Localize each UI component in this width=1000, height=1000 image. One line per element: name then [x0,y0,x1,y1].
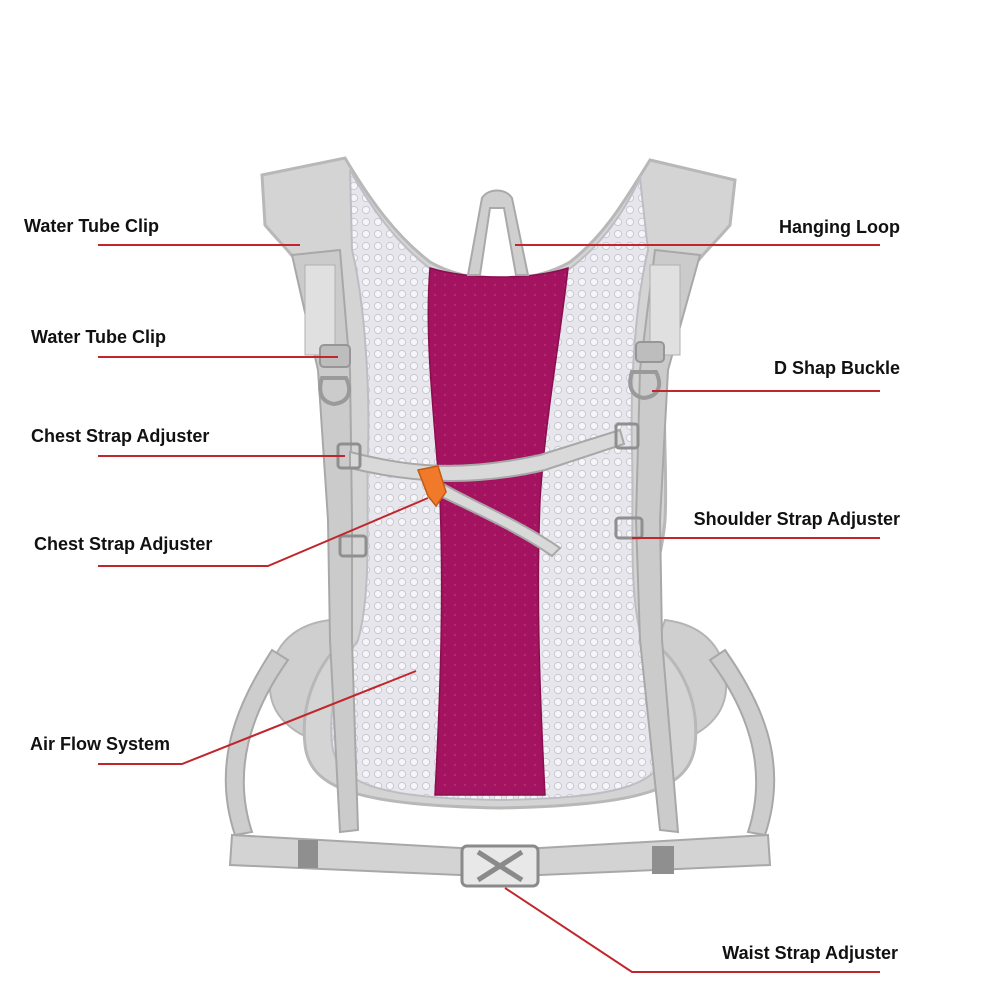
chest-strap [349,428,626,482]
orange-chest-toggle [416,465,447,508]
label-water-tube-clip-lower: Water Tube Clip [31,327,166,347]
label-chest-strap-adjuster-upper: Chest Strap Adjuster [31,426,210,446]
right-shoulder-adjuster-buckle [614,516,644,540]
label-d-shap-buckle: D Shap Buckle [773,358,900,378]
left-waist-tab [298,840,318,868]
waist-buckle [460,844,540,888]
chest-strap-tail [434,480,562,558]
leader-lines [98,244,880,973]
left-upper-webbing [304,264,336,356]
right-strap-clip [635,341,665,363]
label-air-flow-system: Air Flow System [30,734,171,754]
hanging-loop [466,189,530,276]
leader-chest-strap-adjuster-lower [98,497,429,567]
left-d-buckle [318,376,352,407]
left-side-strap [224,648,290,837]
label-waist-strap-adjuster: Waist Strap Adjuster [722,943,898,963]
right-waist-tab [652,846,674,874]
label-chest-strap-adjuster-lower: Chest Strap Adjuster [34,534,213,554]
leader-air-flow-system [98,670,417,765]
left-shoulder-adjuster-buckle [338,534,368,558]
label-hanging-loop: Hanging Loop [779,217,900,237]
label-shoulder-strap-adjuster: Shoulder Strap Adjuster [693,509,900,529]
right-chest-buckle [614,422,640,450]
label-water-tube-clip-upper: Water Tube Clip [24,216,159,236]
left-shoulder-strap [290,248,360,834]
leader-waist-strap-adjuster [504,887,880,973]
right-side-strap [708,648,776,837]
right-upper-webbing [649,264,681,356]
right-d-buckle [628,370,662,401]
